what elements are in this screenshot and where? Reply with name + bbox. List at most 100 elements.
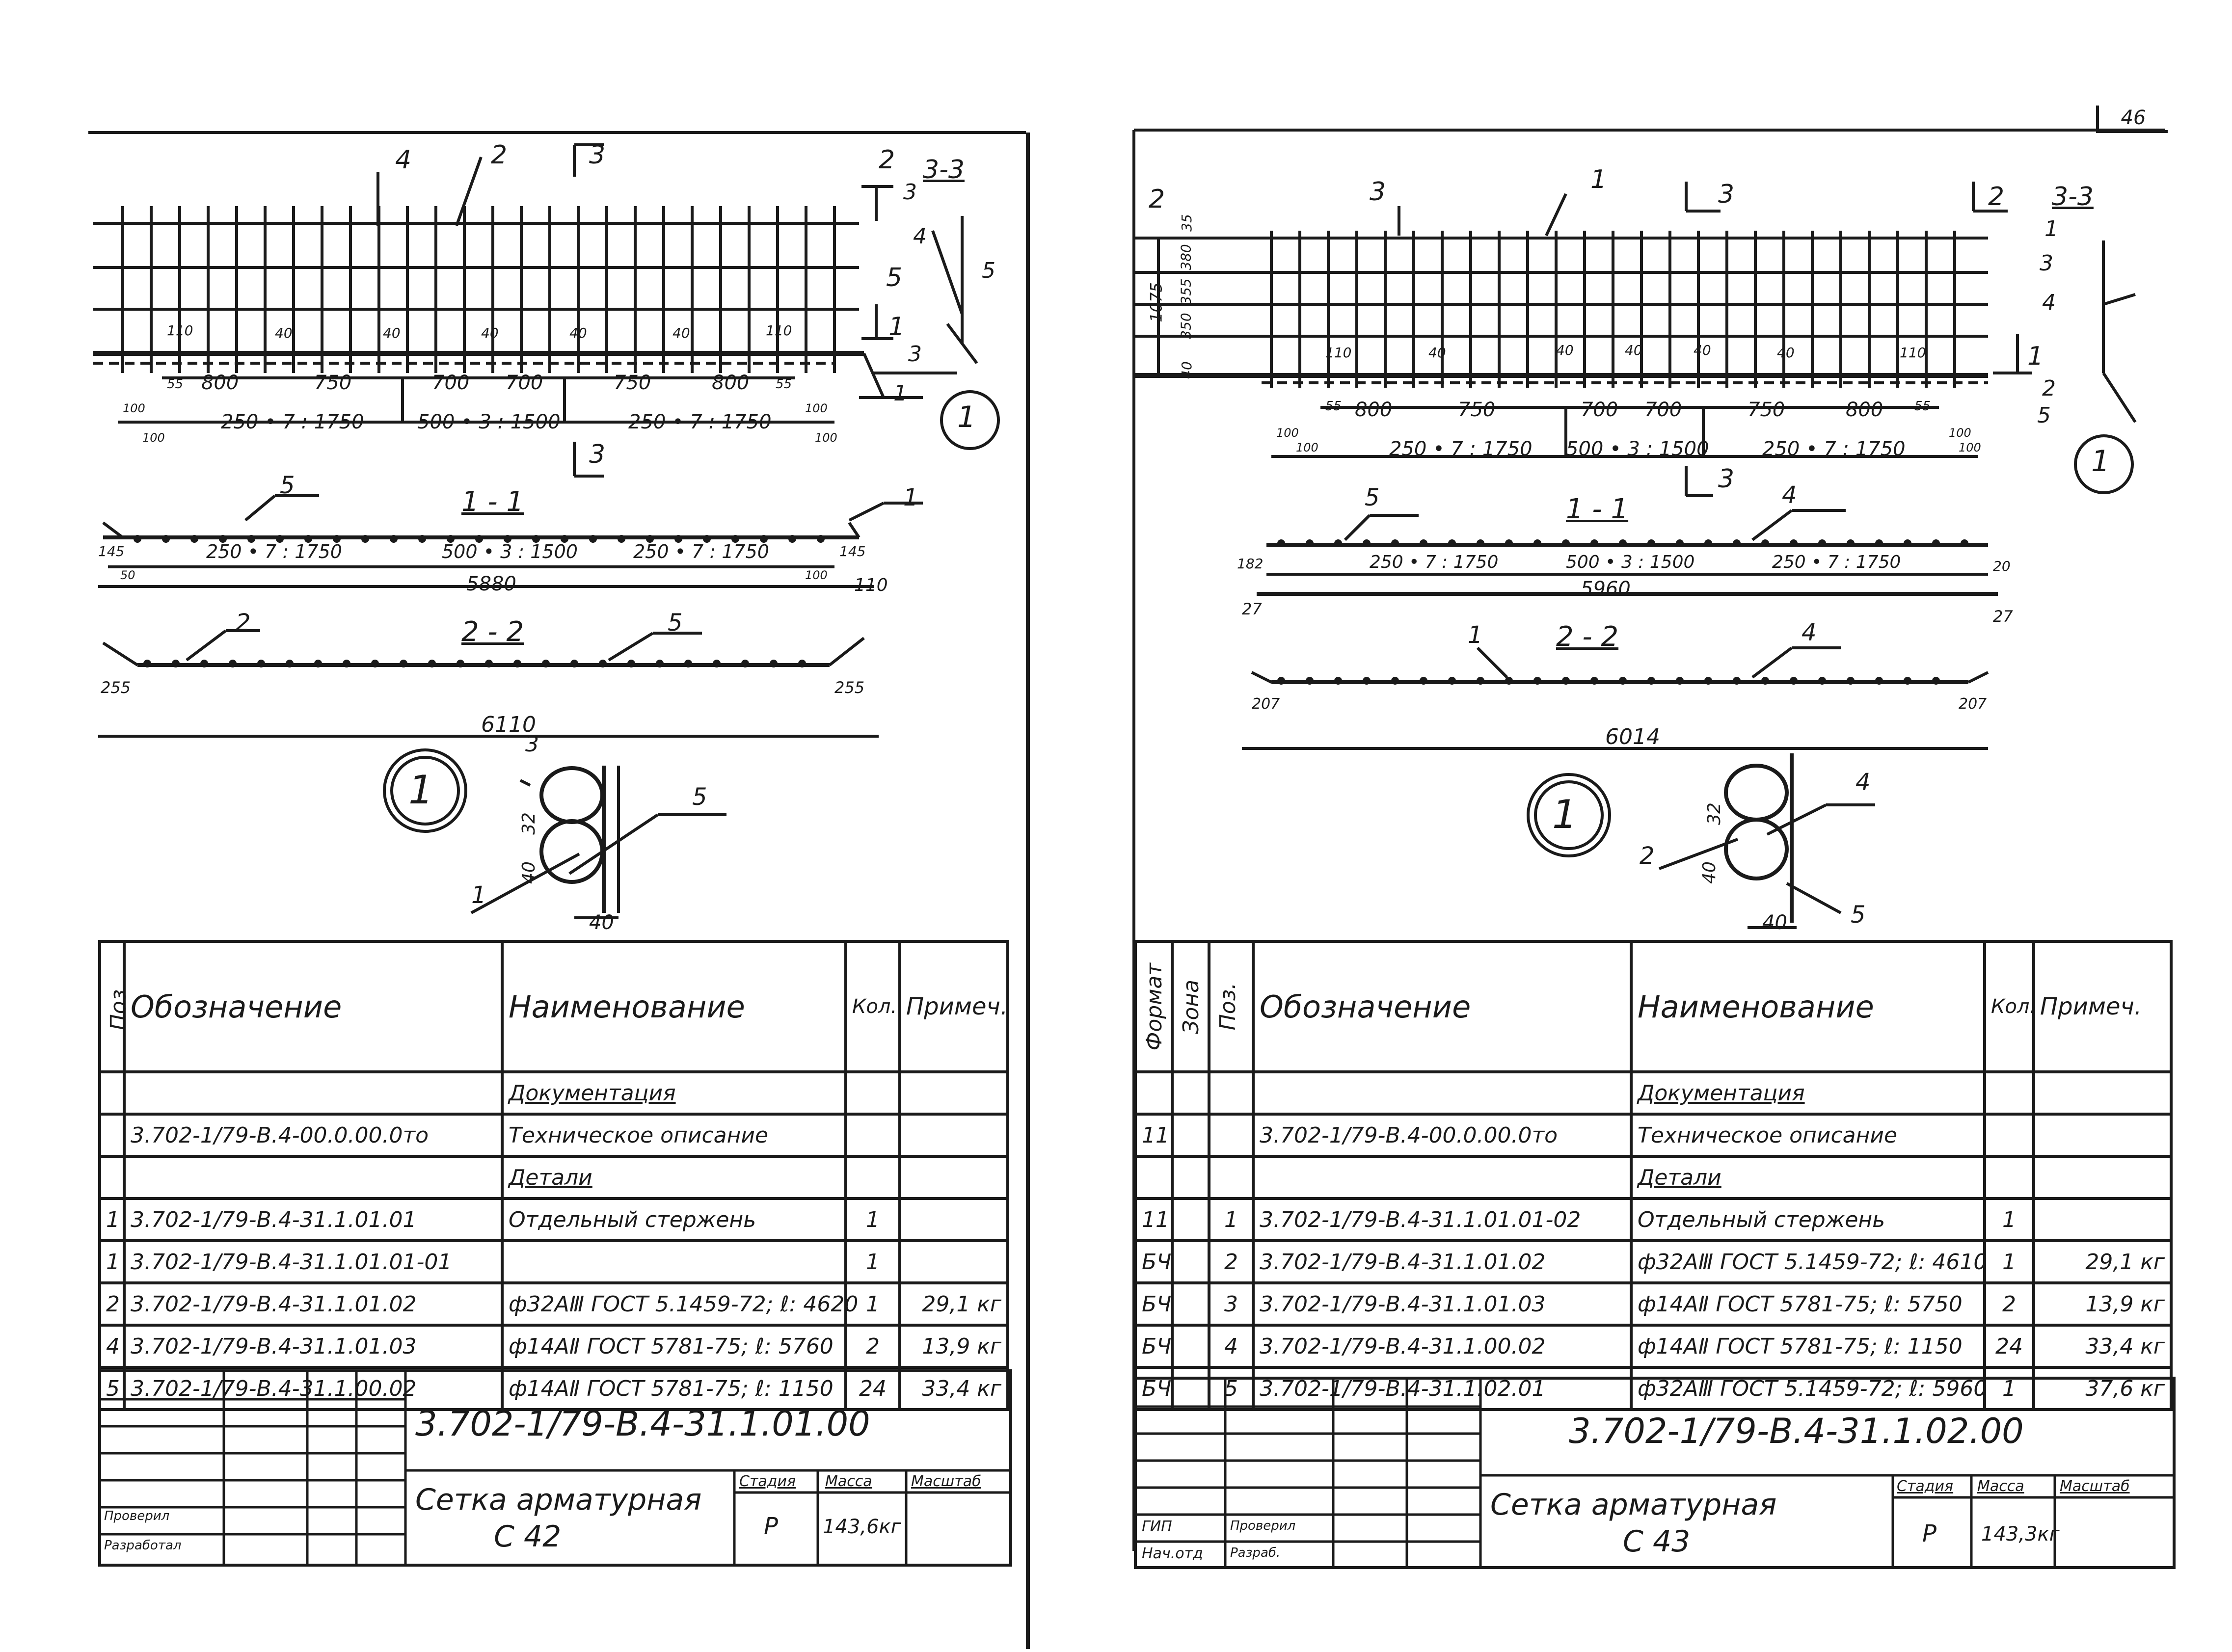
section-bar-dot bbox=[703, 535, 711, 543]
spec-cell-designation: 3.702-1/79-В.4-00.0.00.0то bbox=[123, 1113, 504, 1158]
role-label: ГИП bbox=[1142, 1518, 1172, 1535]
section-bar-dot bbox=[1477, 539, 1484, 547]
spec-cell-qty: 2 bbox=[1983, 1281, 2035, 1327]
small-dim: 110 bbox=[1900, 345, 1926, 361]
spec-cell-pos bbox=[1208, 1155, 1255, 1200]
spec-cell-note bbox=[2032, 1155, 2173, 1200]
node-marker-inner bbox=[1534, 780, 1604, 850]
right-sheet: 3 1 3 2 3-3 2 1 3 4 1 2 5 1 35 380 355 3… bbox=[1124, 0, 2232, 1652]
mass-value: 143,6кг bbox=[823, 1516, 901, 1538]
section-bar-dot bbox=[760, 535, 768, 543]
title-block-name: Сетка арматурная bbox=[1490, 1488, 1777, 1522]
plan-leader: 4 bbox=[913, 224, 927, 249]
spacing-dim: 800 bbox=[1355, 399, 1393, 421]
section-end-dim: 20 bbox=[1993, 558, 2011, 574]
section-bar-dot bbox=[200, 660, 208, 667]
spec-cell-zone bbox=[1171, 1281, 1210, 1327]
section-bar-dot bbox=[457, 660, 464, 667]
section-bar-dot bbox=[741, 660, 749, 667]
section-end-dim: 255 bbox=[101, 678, 131, 697]
right-title-block: 3.702-1/79-В.4-31.1.02.00 Сетка арматурн… bbox=[1134, 1377, 2176, 1569]
small-dim: 55 bbox=[1914, 399, 1931, 414]
section-bar-dot bbox=[361, 535, 369, 543]
section-bar-dot bbox=[1904, 539, 1911, 547]
spec-cell-format bbox=[1134, 1070, 1174, 1116]
spec-header-note: Примеч. bbox=[898, 940, 1009, 1073]
section-1-1-title: 1 - 1 bbox=[1566, 493, 1629, 525]
small-dim: 100 bbox=[1276, 426, 1299, 440]
spec-cell-pos: 2 bbox=[98, 1281, 126, 1327]
section-bar-dot bbox=[172, 660, 180, 667]
section-bar-dot bbox=[770, 660, 778, 667]
plan-leader: 1 bbox=[2027, 342, 2044, 371]
spec-cell-note: 33,4 кг bbox=[2032, 1324, 2173, 1369]
plan-leader: 1 bbox=[1590, 165, 1607, 194]
right-spec-table: Формат Зона Поз. Обозначение Наименовани… bbox=[1134, 940, 2173, 1411]
section-bar-dot bbox=[1562, 539, 1570, 547]
spacing-dim: 700 bbox=[1581, 399, 1618, 421]
section-bar-dot bbox=[817, 535, 825, 543]
spec-cell-name: ф32АⅢ ГОСТ 5.1459-72; ℓ: 4610 bbox=[1630, 1239, 1987, 1284]
small-dim: 110 bbox=[1325, 345, 1352, 361]
spec-cell-format: БЧ bbox=[1134, 1366, 1174, 1411]
title-block-grid bbox=[101, 1372, 1009, 1564]
total-dim: 250 • 7 : 1750 bbox=[221, 411, 364, 433]
section-bar-dot bbox=[1733, 539, 1741, 547]
small-dim: 40 bbox=[672, 325, 690, 341]
section-bar-dot bbox=[542, 660, 550, 667]
section-bar-dot bbox=[247, 535, 255, 543]
spec-cell-note: 29,1 кг bbox=[2032, 1239, 2173, 1284]
spec-cell-name: Техническое описание bbox=[1630, 1113, 1986, 1158]
spec-cell-qty: 1 bbox=[844, 1239, 901, 1284]
section-bar-dot bbox=[627, 660, 635, 667]
spec-cell-pos bbox=[98, 1113, 126, 1158]
section-bar-dot bbox=[618, 535, 625, 543]
section-bar-dot bbox=[1761, 539, 1769, 547]
spacing-dim: 700 bbox=[506, 372, 543, 394]
plan-leader: 3 bbox=[908, 342, 922, 367]
spec-cell-pos: 4 bbox=[98, 1324, 126, 1369]
section-leader: 2 bbox=[236, 609, 251, 637]
spec-cell-pos: 4 bbox=[1208, 1324, 1255, 1369]
section-bar-dot bbox=[162, 535, 170, 543]
spec-row: Документация bbox=[1134, 1070, 2173, 1116]
role-label: Проверил bbox=[104, 1509, 170, 1523]
section-bar-dot bbox=[1761, 677, 1769, 685]
section-end-dim: 255 bbox=[834, 678, 865, 697]
title-block-code: 3.702-1/79-В.4-31.1.01.00 bbox=[415, 1404, 870, 1444]
small-dim: 100 bbox=[1959, 441, 1981, 454]
section-bar-dot bbox=[1676, 539, 1684, 547]
plan-leader: 2 bbox=[1149, 185, 1165, 214]
section-bar-dot bbox=[1391, 539, 1399, 547]
small-dim: 55 bbox=[167, 377, 184, 392]
section-3-3-label: 3-3 bbox=[2052, 182, 2094, 212]
section-end-dim: 207 bbox=[1959, 695, 1987, 713]
section-bar-dot bbox=[1391, 677, 1399, 685]
spec-cell-note: 13,9 кг bbox=[2032, 1281, 2173, 1327]
spec-cell-designation: 3.702-1/79-В.4-31.1.01.01 bbox=[123, 1197, 504, 1242]
spec-cell-pos: 1 bbox=[98, 1197, 126, 1242]
section-dim: 250 • 7 : 1750 bbox=[1772, 552, 1901, 572]
total-dim: 250 • 7 : 1750 bbox=[628, 411, 772, 433]
small-dim: 100 bbox=[142, 431, 165, 445]
spacing-dim: 800 bbox=[201, 372, 239, 394]
section-bar-dot bbox=[1818, 677, 1826, 685]
spec-row: Детали bbox=[1134, 1155, 2173, 1200]
spec-cell-name: Документация bbox=[1630, 1070, 1986, 1116]
sheet-divider bbox=[1026, 133, 1030, 1649]
small-dim: 100 bbox=[1949, 426, 1971, 440]
small-dim: 110 bbox=[766, 322, 792, 339]
spec-cell-note: 33,4 кг bbox=[898, 1366, 1009, 1411]
section-bar-dot bbox=[1448, 539, 1456, 547]
height-dim: 1075 bbox=[1147, 282, 1166, 322]
mass-label: Масса bbox=[825, 1473, 872, 1490]
section-end-dim: 110 bbox=[854, 575, 888, 595]
small-dim: 110 bbox=[167, 322, 193, 339]
section-bar-dot bbox=[257, 660, 265, 667]
spec-cell-zone bbox=[1171, 1324, 1210, 1369]
spec-header-designation: Обозначение bbox=[123, 940, 504, 1073]
small-dim: 100 bbox=[123, 401, 145, 415]
spec-cell-note bbox=[898, 1197, 1009, 1242]
